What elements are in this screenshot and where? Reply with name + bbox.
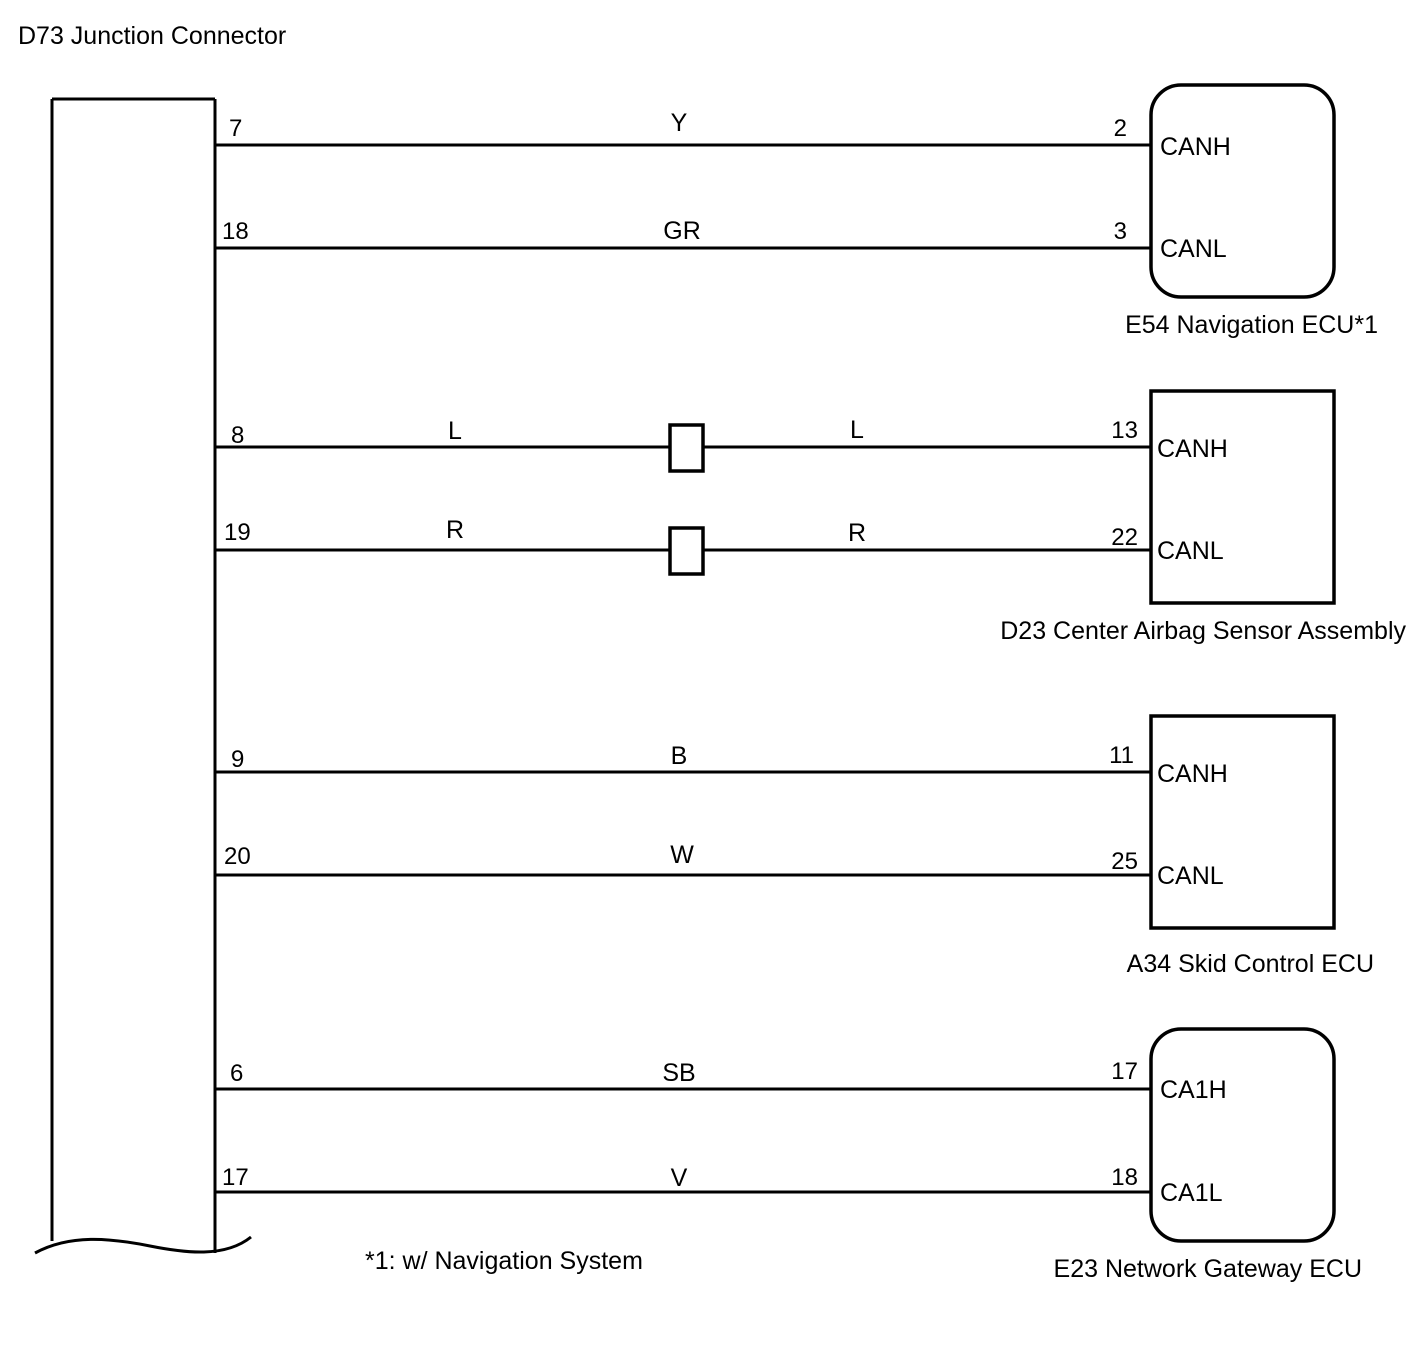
junction-pin-9: 9 xyxy=(231,746,244,773)
junction-pin-17: 17 xyxy=(222,1164,249,1191)
wire-sb: 6 SB 17 xyxy=(215,1058,1151,1091)
wire-color-v: V xyxy=(671,1164,688,1192)
wire-y: 7 Y 2 xyxy=(215,109,1151,147)
a34-label: A34 Skid Control ECU xyxy=(1127,950,1374,978)
d23-pin-signal-canl: CANL xyxy=(1157,537,1224,565)
footnote: *1: w/ Navigation System xyxy=(365,1247,643,1275)
e23-pin-18: 18 xyxy=(1111,1164,1138,1191)
e54-pin-signal-canh: CANH xyxy=(1160,133,1231,161)
inline-connector xyxy=(668,526,705,576)
wire-r: 19 R R 22 xyxy=(215,516,1151,576)
d23-center-airbag-sensor-assembly: CANH CANL D23 Center Airbag Sensor Assem… xyxy=(1000,389,1406,645)
d23-pin-13: 13 xyxy=(1111,417,1138,444)
e23-ecu-box xyxy=(1149,1027,1336,1243)
a34-pin-11: 11 xyxy=(1109,742,1134,769)
wire-color-r-left: R xyxy=(446,516,464,544)
e23-label: E23 Network Gateway ECU xyxy=(1054,1255,1362,1283)
wire-color-w: W xyxy=(670,841,694,869)
wire-color-sb: SB xyxy=(662,1059,695,1087)
wire-color-b: B xyxy=(671,742,688,770)
wire-color-l-left: L xyxy=(448,417,462,445)
e54-ecu-box xyxy=(1149,83,1336,299)
junction-pin-7: 7 xyxy=(229,115,242,142)
junction-pin-6: 6 xyxy=(230,1060,243,1087)
e54-pin-2: 2 xyxy=(1114,115,1127,142)
junction-pin-20: 20 xyxy=(224,843,251,870)
a34-pin-signal-canl: CANL xyxy=(1157,862,1224,890)
wire-color-gr: GR xyxy=(663,217,701,245)
wire-v: 17 V 18 xyxy=(215,1164,1151,1194)
junction-connector-body xyxy=(34,97,252,1255)
e23-pin-signal-ca1l: CA1L xyxy=(1160,1179,1223,1207)
inline-connector xyxy=(668,423,705,473)
wire-color-l-right: L xyxy=(850,416,864,444)
e23-pin-signal-ca1h: CA1H xyxy=(1160,1076,1227,1104)
d23-pin-22: 22 xyxy=(1111,524,1138,551)
a34-pin-signal-canh: CANH xyxy=(1157,760,1228,788)
wire-color-r-right: R xyxy=(848,519,866,547)
wire-gr: 18 GR 3 xyxy=(215,217,1151,250)
e23-network-gateway-ecu: CA1H CA1L E23 Network Gateway ECU xyxy=(1054,1027,1362,1283)
wire-b: 9 B 11 xyxy=(215,742,1151,774)
e54-label: E54 Navigation ECU*1 xyxy=(1125,311,1378,339)
junction-pin-18: 18 xyxy=(222,218,249,245)
e54-navigation-ecu: CANH CANL E54 Navigation ECU*1 xyxy=(1125,83,1378,339)
wire-w: 20 W 25 xyxy=(215,841,1151,877)
d23-pin-signal-canh: CANH xyxy=(1157,435,1228,463)
e23-pin-17: 17 xyxy=(1111,1058,1138,1085)
a34-ecu-box xyxy=(1149,714,1336,930)
a34-pin-25: 25 xyxy=(1111,848,1138,875)
e54-pin-signal-canl: CANL xyxy=(1160,235,1227,263)
wire-color-y: Y xyxy=(671,109,688,137)
e54-pin-3: 3 xyxy=(1114,218,1127,245)
junction-pin-8: 8 xyxy=(231,422,244,449)
a34-skid-control-ecu: CANH CANL A34 Skid Control ECU xyxy=(1127,714,1374,978)
wire-l: 8 L L 13 xyxy=(215,416,1151,473)
d23-label: D23 Center Airbag Sensor Assembly xyxy=(1000,617,1406,645)
junction-pin-19: 19 xyxy=(224,519,251,546)
d23-assembly-box xyxy=(1149,389,1336,605)
junction-connector-title: D73 Junction Connector xyxy=(18,22,286,50)
